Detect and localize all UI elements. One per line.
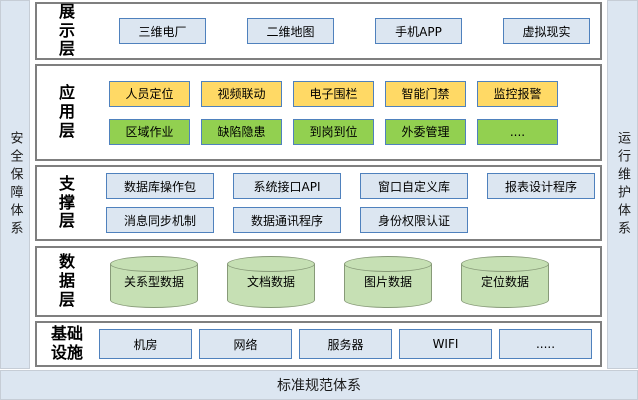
- cylinder-image-data-label: 图片数据: [363, 275, 412, 289]
- standards-spec-strip: 标准规范体系: [0, 370, 638, 400]
- layer-infrastructure-title: 基础 设施: [50, 324, 83, 362]
- box-smart-access-control: 智能门禁: [385, 80, 466, 107]
- cylinder-top: [344, 255, 432, 272]
- application-row-2: 区域作业 缺陷隐患 到岗到位 外委管理 ....: [97, 118, 600, 145]
- box-report-designer: 报表设计程序: [487, 173, 595, 199]
- support-row-1: 数据库操作包 系统接口API 窗口自定义库 报表设计程序: [97, 173, 600, 199]
- box-window-custom-lib: 窗口自定义库: [360, 173, 468, 199]
- operation-maintenance-strip: 运行维护体系: [607, 0, 638, 369]
- box-data-communication: 数据通讯程序: [233, 207, 341, 233]
- layer-support-title: 支 撑 层: [58, 173, 75, 231]
- box-area-operation: 区域作业: [109, 118, 190, 145]
- infrastructure-row: 机房 网络 服务器 WIFI .....: [97, 329, 600, 359]
- layer-data: 数 据 层 关系型数据 文档数据 图片数据: [35, 246, 602, 317]
- box-system-api: 系统接口API: [233, 173, 341, 199]
- layer-display: 展 示 层 三维电厂 二维地图 手机APP 虚拟现实: [35, 2, 602, 60]
- box-2d-map: 二维地图: [247, 18, 334, 44]
- layer-support: 支 撑 层 数据库操作包 系统接口API 窗口自定义库 报表设计程序 消息同步机…: [35, 165, 602, 241]
- box-more-apps-ellipsis: ....: [477, 118, 558, 145]
- layer-application: 应 用 层 人员定位 视频联动 电子围栏 智能门禁 监控报警 区域作业 缺陷隐患…: [35, 64, 602, 161]
- layer-display-content: 三维电厂 二维地图 手机APP 虚拟现实: [97, 4, 600, 58]
- layer-application-title: 应 用 层: [58, 83, 75, 140]
- box-mobile-app: 手机APP: [375, 18, 462, 44]
- box-server-room: 机房: [99, 329, 192, 359]
- layer-display-title: 展 示 层: [58, 1, 75, 59]
- layer-data-content: 关系型数据 文档数据 图片数据 定位数据: [97, 248, 600, 315]
- cylinder-relational-data: 关系型数据: [110, 255, 198, 308]
- box-3d-plant: 三维电厂: [119, 18, 206, 44]
- data-row: 关系型数据 文档数据 图片数据 定位数据: [97, 255, 600, 308]
- box-defect-hazard: 缺陷隐患: [201, 118, 282, 145]
- box-personnel-location: 人员定位: [109, 80, 190, 107]
- box-wifi: WIFI: [399, 329, 492, 359]
- box-network: 网络: [199, 329, 292, 359]
- cylinder-document-data-label: 文档数据: [246, 275, 295, 289]
- box-identity-auth: 身份权限认证: [360, 207, 468, 233]
- box-video-linkage: 视频联动: [201, 80, 282, 107]
- cylinder-top: [461, 255, 549, 272]
- display-row: 三维电厂 二维地图 手机APP 虚拟现实: [97, 18, 600, 44]
- security-assurance-label: 安全保障体系: [7, 130, 23, 239]
- box-server: 服务器: [299, 329, 392, 359]
- support-row-2: 消息同步机制 数据通讯程序 身份权限认证: [97, 207, 600, 233]
- box-virtual-reality: 虚拟现实: [503, 18, 590, 44]
- security-assurance-strip: 安全保障体系: [0, 0, 30, 369]
- layer-data-title: 数 据 层: [58, 252, 75, 309]
- box-on-duty-in-place: 到岗到位: [293, 118, 374, 145]
- cylinder-location-data: 定位数据: [461, 255, 549, 308]
- layer-infrastructure: 基础 设施 机房 网络 服务器 WIFI .....: [35, 321, 602, 367]
- cylinder-relational-data-label: 关系型数据: [123, 275, 184, 289]
- layer-application-content: 人员定位 视频联动 电子围栏 智能门禁 监控报警 区域作业 缺陷隐患 到岗到位 …: [97, 66, 600, 159]
- operation-maintenance-label: 运行维护体系: [615, 130, 630, 239]
- application-row-1: 人员定位 视频联动 电子围栏 智能门禁 监控报警: [97, 80, 600, 107]
- cylinder-location-data-label: 定位数据: [480, 275, 529, 289]
- box-message-sync: 消息同步机制: [106, 207, 214, 233]
- cylinder-image-data: 图片数据: [344, 255, 432, 308]
- box-database-operation-pkg: 数据库操作包: [106, 173, 214, 199]
- box-monitoring-alarm: 监控报警: [477, 80, 558, 107]
- box-more-infra-ellipsis: .....: [499, 329, 592, 359]
- box-electronic-fence: 电子围栏: [293, 80, 374, 107]
- cylinder-top: [227, 255, 315, 272]
- box-outsourcing-management: 外委管理: [385, 118, 466, 145]
- layer-support-content: 数据库操作包 系统接口API 窗口自定义库 报表设计程序 消息同步机制 数据通讯…: [97, 167, 600, 239]
- cylinder-document-data: 文档数据: [227, 255, 315, 308]
- cylinder-top: [110, 255, 198, 272]
- standards-spec-label: 标准规范体系: [277, 378, 361, 394]
- layer-infrastructure-content: 机房 网络 服务器 WIFI .....: [97, 323, 600, 365]
